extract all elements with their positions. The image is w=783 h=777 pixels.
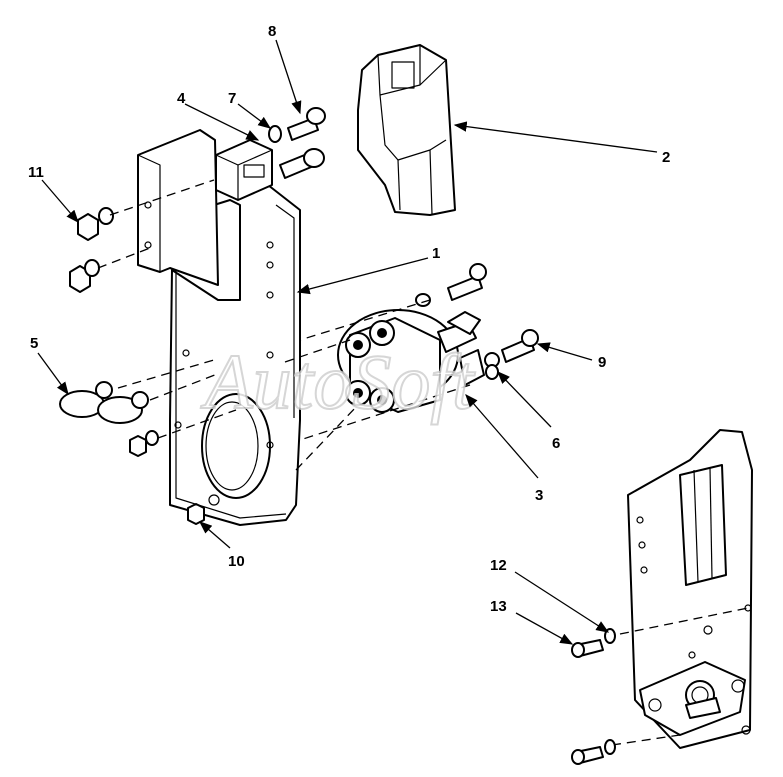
- inset-assembly: [571, 429, 753, 765]
- callout-4: 4: [177, 90, 186, 107]
- clamp-block: [215, 139, 273, 201]
- callout-9: 9: [598, 354, 606, 371]
- callout-1: 1: [432, 245, 440, 262]
- callout-8: 8: [268, 23, 276, 40]
- callout-10: 10: [228, 553, 245, 570]
- callout-13: 13: [490, 598, 507, 615]
- callout-2: 2: [662, 149, 670, 166]
- assembly-lines: [97, 179, 471, 471]
- leader-lines: [37, 39, 658, 645]
- fasteners: [59, 107, 539, 525]
- callout-7: 7: [228, 90, 236, 107]
- callout-11: 11: [28, 164, 44, 181]
- watermark: AutoSoft: [200, 338, 476, 425]
- disconnect-switch: [337, 309, 485, 413]
- switch-housing: [357, 44, 456, 216]
- mounting-bracket: [169, 159, 301, 526]
- callout-12: 12: [490, 557, 507, 574]
- side-plate: [137, 129, 219, 286]
- callout-6: 6: [552, 435, 560, 452]
- callout-3: 3: [535, 487, 543, 504]
- callout-5: 5: [30, 335, 38, 352]
